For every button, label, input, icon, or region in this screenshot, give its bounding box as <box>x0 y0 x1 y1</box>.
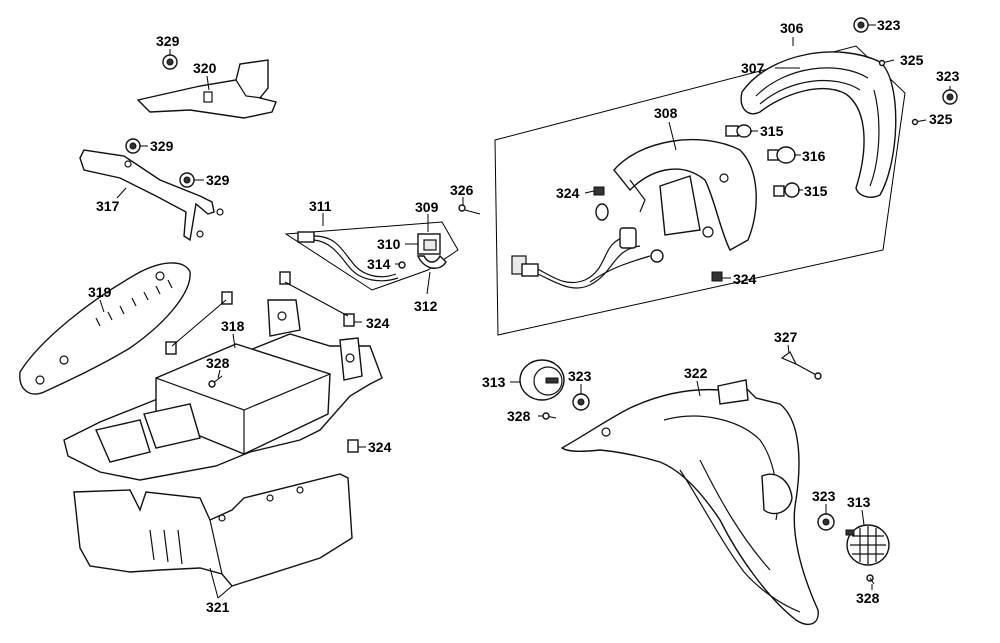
callout-315-top: 315 <box>760 123 784 139</box>
callout-329-top: 329 <box>156 33 180 49</box>
leader-322 <box>696 380 701 397</box>
callout-329-mid: 329 <box>150 138 174 154</box>
leader-327 <box>787 344 790 354</box>
part-308-light-housing <box>613 138 757 251</box>
screw-325-top <box>878 59 895 67</box>
part-321-mud-flap <box>73 473 353 587</box>
callout-329-low: 329 <box>206 172 230 188</box>
part-317-bracket <box>79 149 224 242</box>
leader-308 <box>668 121 677 151</box>
callout-316: 316 <box>802 148 826 164</box>
part-314-screw <box>398 261 406 269</box>
callout-324-tray-low: 324 <box>368 439 392 455</box>
leader-324a <box>584 190 595 194</box>
part-326-screw <box>458 204 481 215</box>
leader-324-tray-1 <box>171 299 227 347</box>
callout-323-lower: 323 <box>812 488 836 504</box>
tail-light-wiring-harness <box>511 203 664 289</box>
callout-311: 311 <box>309 198 332 214</box>
part-328-bolt-center <box>208 375 223 388</box>
nut-329-top <box>162 54 178 70</box>
callout-325-bottom: 325 <box>929 111 953 127</box>
leader-313b <box>861 509 865 526</box>
screw-325-bottom <box>911 118 927 126</box>
part-319-gasket <box>19 262 191 395</box>
nut-323-right <box>942 89 958 105</box>
callout-309: 309 <box>415 199 439 215</box>
callout-313-right: 313 <box>847 494 871 510</box>
part-312-holder <box>416 254 447 269</box>
leader-321-right <box>217 585 233 599</box>
nut-323-lower-right <box>817 513 835 531</box>
clip-324-lower <box>711 271 723 282</box>
leader-321-left <box>209 567 219 599</box>
callout-327: 327 <box>774 329 798 345</box>
callout-325-top: 325 <box>900 52 924 68</box>
bulb-315-top <box>725 124 752 138</box>
callout-313-left: 313 <box>482 374 506 390</box>
callout-324-light-lower: 324 <box>733 271 757 287</box>
part-320-bracket <box>136 59 277 119</box>
clip-324-tray-e <box>347 439 359 453</box>
bulb-315-bottom <box>773 182 800 198</box>
callout-318: 318 <box>221 318 245 334</box>
part-307-tail-lens <box>740 51 897 198</box>
callout-328-right: 328 <box>856 590 880 606</box>
part-311-wire-harness <box>297 231 399 282</box>
callout-323-top: 323 <box>877 17 901 33</box>
leader-328a <box>217 369 221 379</box>
clip-324-tray-c <box>165 341 177 355</box>
callout-312: 312 <box>414 298 438 314</box>
leader-319 <box>99 299 105 313</box>
part-327-screw <box>780 351 822 380</box>
part-318-battery-tray <box>63 299 383 481</box>
callout-317: 317 <box>96 198 120 214</box>
clip-324-tray-d <box>343 313 355 327</box>
leader-317 <box>116 187 127 199</box>
part-313-reflector-left <box>519 359 565 401</box>
callout-324-light-upper: 324 <box>556 185 580 201</box>
nut-329-low <box>179 172 195 188</box>
callout-314: 314 <box>367 256 391 272</box>
clip-324-tray-b <box>279 271 291 285</box>
callout-310: 310 <box>377 236 401 252</box>
leader-320 <box>206 75 210 91</box>
clip-324-tray-a <box>221 291 233 305</box>
part-328-bolt-left <box>542 412 557 420</box>
part-313-reflector-right <box>845 524 890 566</box>
leader-312 <box>426 271 431 295</box>
part-322-rear-fender <box>560 379 819 626</box>
callout-328-center: 328 <box>206 355 230 371</box>
callout-308: 308 <box>654 105 678 121</box>
callout-315-bottom: 315 <box>804 183 828 199</box>
leader-324-tray-2 <box>284 281 349 317</box>
callout-319: 319 <box>88 284 112 300</box>
bulb-316 <box>767 146 796 164</box>
leader-318 <box>232 333 236 349</box>
nut-323-left <box>572 393 590 411</box>
callout-307: 307 <box>741 60 765 76</box>
clip-324-upper <box>593 186 605 196</box>
part-328-bolt-right <box>866 574 875 585</box>
callout-323-right: 323 <box>936 68 960 84</box>
nut-329-mid <box>125 138 141 154</box>
callout-306: 306 <box>780 20 804 36</box>
callout-326: 326 <box>450 182 474 198</box>
callout-322: 322 <box>684 365 708 381</box>
callout-328-left: 328 <box>507 408 531 424</box>
callout-324-tray: 324 <box>366 315 390 331</box>
callout-323-left: 323 <box>568 368 592 384</box>
part-309-310-socket <box>417 233 441 255</box>
callout-321: 321 <box>206 599 230 615</box>
nut-323-top <box>853 17 869 33</box>
callout-320: 320 <box>193 60 217 76</box>
